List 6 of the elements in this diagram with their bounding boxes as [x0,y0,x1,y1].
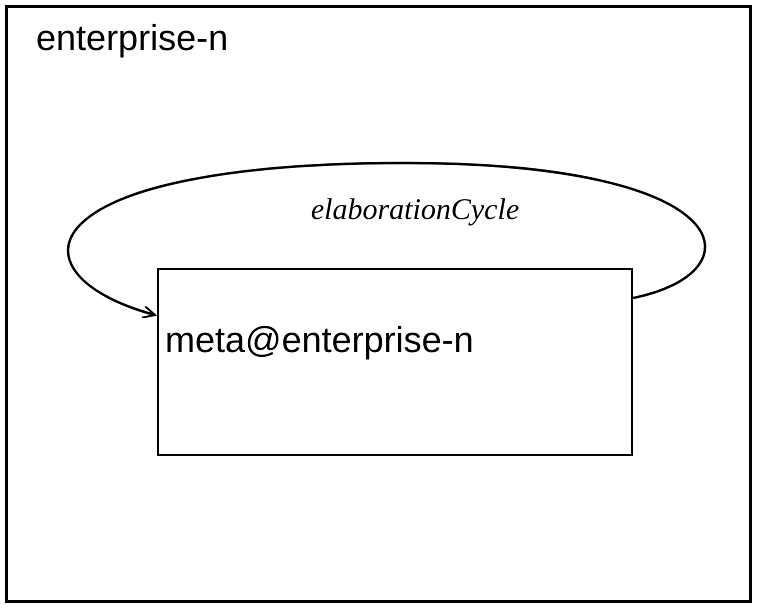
loop-arrow [68,162,706,318]
box-title: enterprise-n [36,18,228,58]
box-title: meta@enterprise-n [165,320,474,360]
edge-label: elaborationCycle [310,193,520,226]
container-box [5,5,752,603]
process-box [157,268,633,456]
